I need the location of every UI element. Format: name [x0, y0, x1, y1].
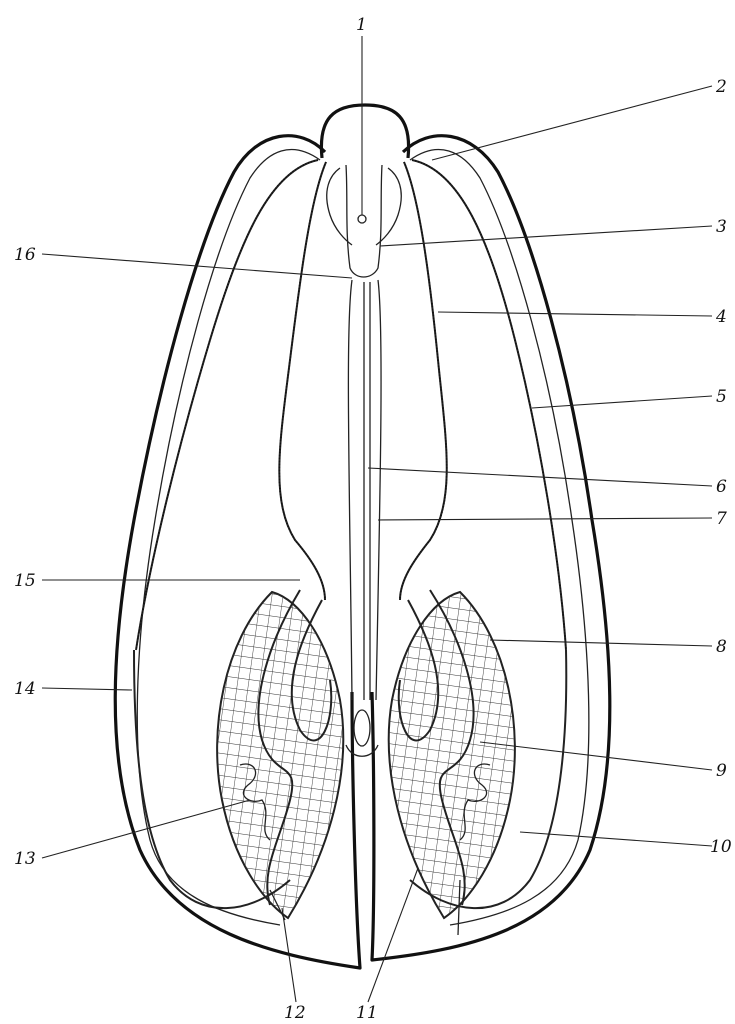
label-13: 13: [14, 849, 36, 869]
left-outer-comb-row: [136, 160, 318, 650]
right-outer-comb-cilia: [412, 160, 566, 650]
label-11: 11: [356, 1003, 378, 1023]
leader-16: [42, 254, 352, 278]
left-inner-comb-cilia: [279, 162, 326, 600]
label-7: 7: [716, 509, 727, 529]
leader-2: [432, 86, 712, 160]
label-9: 9: [716, 761, 727, 781]
leader-5: [532, 396, 712, 408]
left-outer-comb-cilia: [136, 160, 318, 650]
right-tentacle-mesh: [375, 580, 535, 930]
leader-6: [368, 468, 712, 486]
leader-11: [368, 868, 418, 1002]
left-inner-comb-row: [279, 162, 326, 600]
label-5: 5: [716, 387, 727, 407]
pharynx-right: [376, 280, 381, 700]
label-4: 4: [715, 307, 727, 327]
aboral-funnel: [346, 165, 382, 277]
label-12: 12: [284, 1003, 306, 1023]
left-tentacle-mesh: [200, 580, 360, 930]
leader-3: [380, 226, 712, 246]
aboral-canal-right: [376, 168, 401, 245]
leader-7: [378, 518, 712, 520]
aboral-canal-left: [327, 168, 352, 245]
label-15: 15: [14, 571, 36, 591]
label-16: 16: [14, 245, 36, 265]
leader-4: [438, 312, 712, 316]
label-3: 3: [716, 217, 727, 237]
pharynx-left: [348, 280, 352, 700]
leader-8: [490, 640, 712, 646]
leader-14: [42, 688, 132, 690]
label-6: 6: [716, 477, 727, 497]
leader-10: [520, 832, 712, 846]
label-14: 14: [14, 679, 36, 699]
label-8: 8: [716, 637, 727, 657]
apical-lobe: [321, 105, 408, 158]
label-2: 2: [715, 77, 727, 97]
mouth: [354, 710, 370, 746]
right-outer-comb-row: [412, 160, 566, 650]
label-10: 10: [710, 837, 732, 857]
right-inner-comb-cilia: [400, 162, 447, 600]
statocyst: [358, 215, 366, 223]
label-1: 1: [356, 15, 367, 35]
